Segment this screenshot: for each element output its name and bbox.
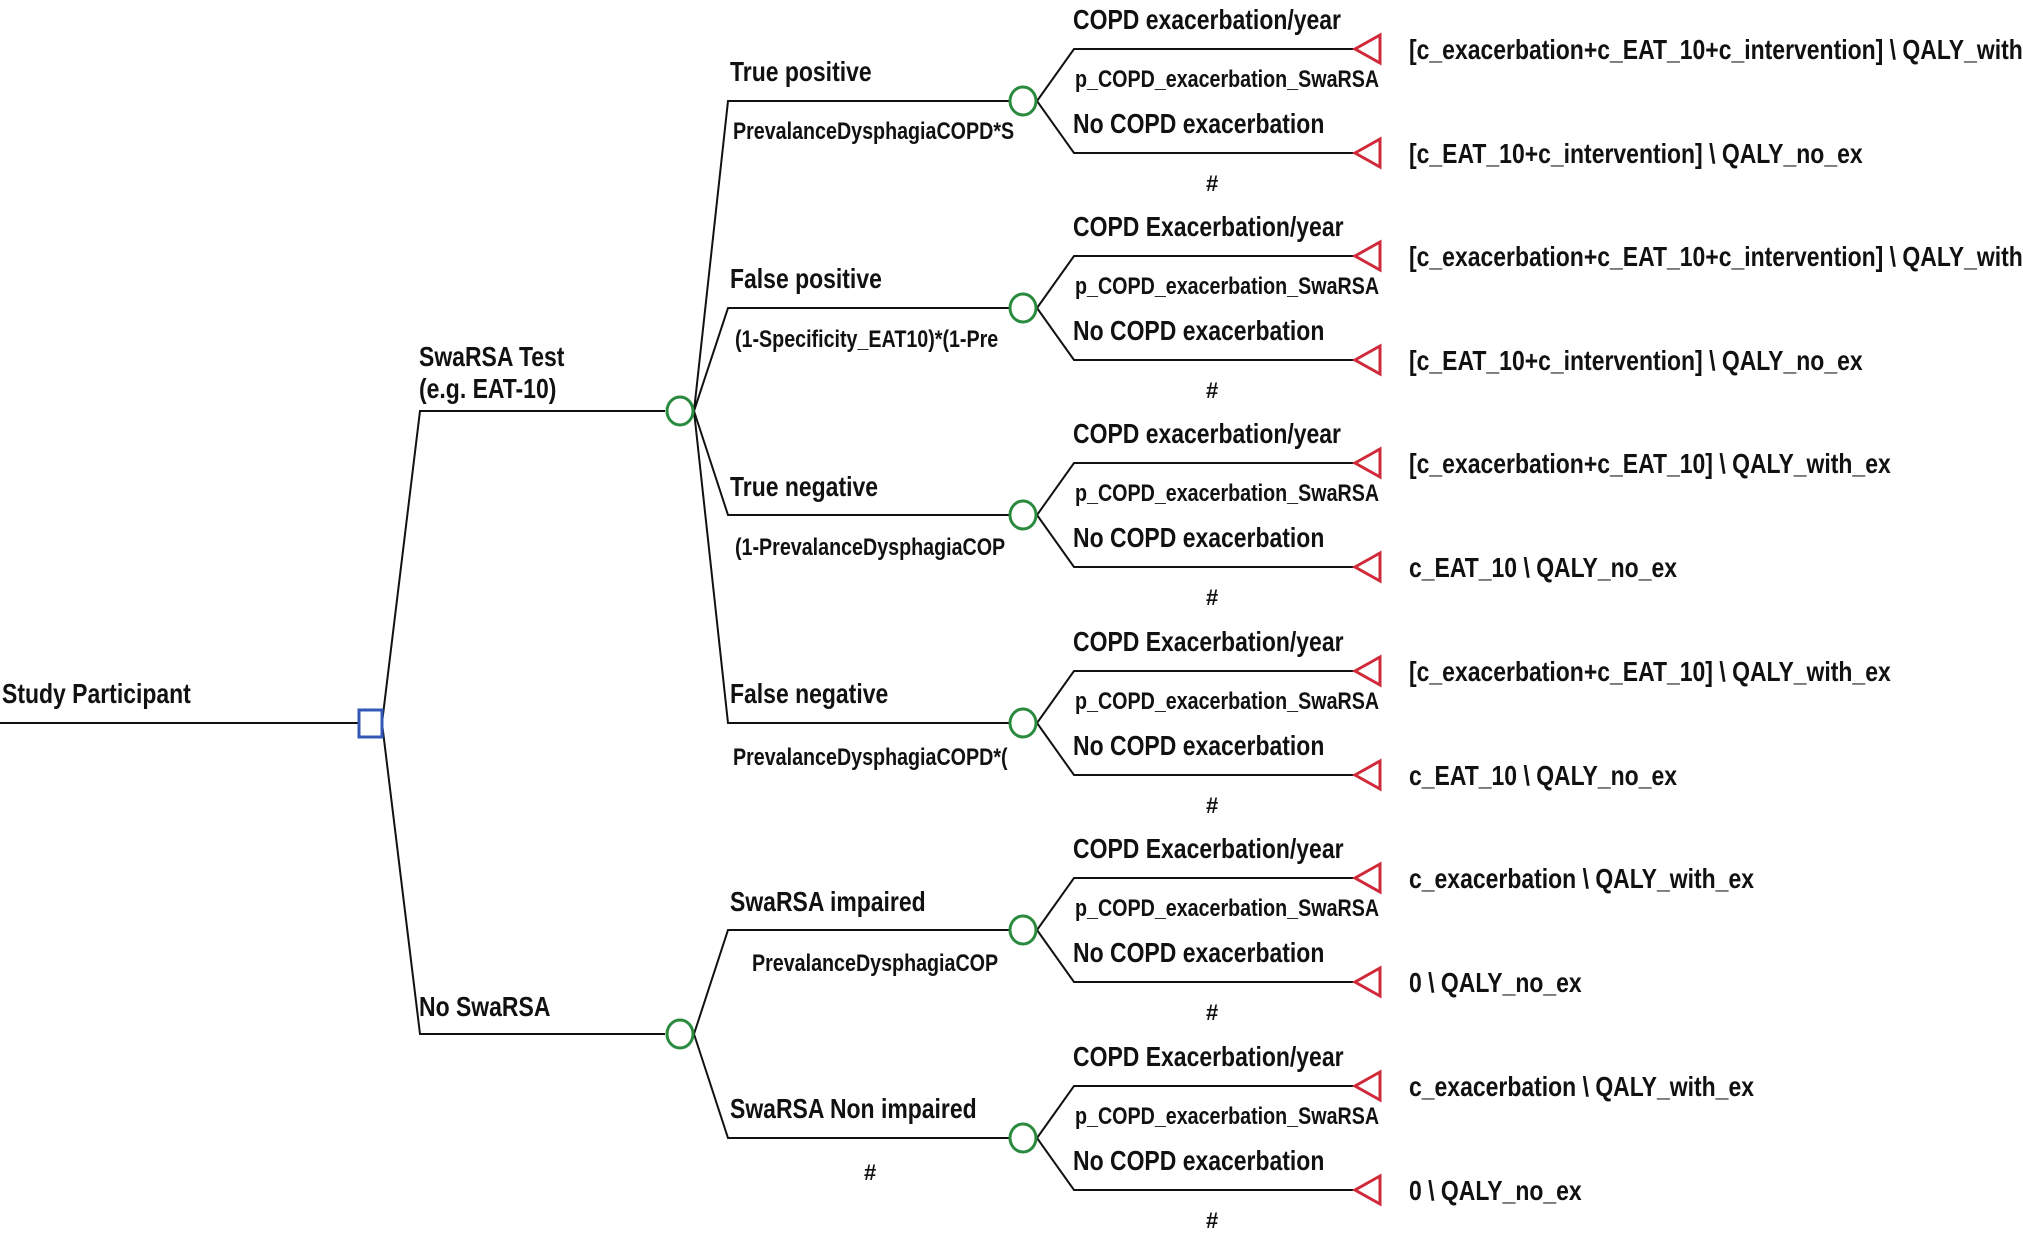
- edge-outcome-5-exac: [1036, 1085, 1355, 1139]
- edge-outcome-1-exac: [1036, 255, 1355, 309]
- terminal-node-0-noexac[interactable]: [1351, 136, 1382, 170]
- terminal-node-2-noexac[interactable]: [1351, 550, 1382, 584]
- outcome-3-exac-prob: p_COPD_exacerbation_SwaRSA: [1075, 688, 1380, 715]
- edge-branch-4: [693, 929, 1009, 1035]
- outcome-5-noexac-prob: #: [1206, 1208, 1219, 1233]
- terminal-node-5-noexac[interactable]: [1351, 1173, 1382, 1207]
- terminal-node-2-exac[interactable]: [1351, 446, 1382, 480]
- outcome-3-payoff-exac: [c_exacerbation+c_EAT_10] \ QALY_with_ex: [1409, 656, 1891, 687]
- branch-prob-2: (1-PrevalanceDysphagiaCOP: [735, 534, 1006, 561]
- outcome-2-payoff-noexac: c_EAT_10 \ QALY_no_ex: [1409, 552, 1677, 583]
- outcome-4-payoff-exac: c_exacerbation \ QALY_with_ex: [1409, 863, 1754, 894]
- edge-outcome-2-noexac: [1036, 514, 1355, 568]
- outcome-1-noexac-label: No COPD exacerbation: [1073, 315, 1325, 346]
- branch-prob-4: PrevalanceDysphagiaCOP: [752, 950, 999, 977]
- outcome-0-exac-label: COPD exacerbation/year: [1073, 4, 1341, 35]
- outcome-5-payoff-exac: c_exacerbation \ QALY_with_ex: [1409, 1071, 1754, 1102]
- terminal-node-5-exac[interactable]: [1351, 1069, 1382, 1103]
- edge-branch-2: [693, 410, 1009, 516]
- edge-outcome-3-noexac: [1036, 722, 1355, 776]
- decision-node[interactable]: [357, 708, 384, 739]
- outcome-2-exac-label: COPD exacerbation/year: [1073, 418, 1341, 449]
- strategy-label-test: SwaRSA Test (e.g. EAT-10): [419, 341, 565, 405]
- chance-node-branch-3[interactable]: [1008, 707, 1038, 739]
- chance-node-branch-4[interactable]: [1008, 914, 1038, 946]
- outcome-2-noexac-label: No COPD exacerbation: [1073, 522, 1325, 553]
- root-label: Study Participant: [2, 678, 191, 709]
- edge-outcome-4-exac: [1036, 877, 1355, 931]
- outcome-5-noexac-label: No COPD exacerbation: [1073, 1145, 1325, 1176]
- outcome-1-payoff-exac: [c_exacerbation+c_EAT_10+c_intervention]…: [1409, 241, 2023, 272]
- edge-branch-1: [693, 307, 1009, 412]
- terminal-node-4-exac[interactable]: [1351, 861, 1382, 895]
- terminal-node-1-noexac[interactable]: [1351, 343, 1382, 377]
- terminal-node-0-exac[interactable]: [1351, 32, 1382, 66]
- outcome-3-noexac-prob: #: [1206, 793, 1219, 818]
- branch-prob-3: PrevalanceDysphagiaCOPD*(: [733, 744, 1008, 771]
- edge-branch-5: [693, 1033, 1009, 1139]
- outcome-4-exac-prob: p_COPD_exacerbation_SwaRSA: [1075, 895, 1380, 922]
- terminal-node-1-exac[interactable]: [1351, 239, 1382, 273]
- outcome-0-payoff-noexac: [c_EAT_10+c_intervention] \ QALY_no_ex: [1409, 138, 1863, 169]
- chance-node-branch-5[interactable]: [1008, 1122, 1038, 1154]
- branch-label-0: True positive: [730, 56, 872, 87]
- terminal-node-4-noexac[interactable]: [1351, 965, 1382, 999]
- outcome-3-payoff-noexac: c_EAT_10 \ QALY_no_ex: [1409, 760, 1677, 791]
- outcome-5-exac-label: COPD Exacerbation/year: [1073, 1041, 1344, 1072]
- chance-node-test[interactable]: [665, 395, 695, 427]
- tree-edges: [0, 48, 1355, 1191]
- chance-nodes: [665, 85, 1038, 1154]
- edge-strategy-none: [381, 722, 665, 1035]
- chance-node-branch-2[interactable]: [1008, 499, 1038, 531]
- edge-outcome-5-noexac: [1036, 1137, 1355, 1191]
- outcome-4-noexac-label: No COPD exacerbation: [1073, 937, 1325, 968]
- outcome-0-payoff-exac: [c_exacerbation+c_EAT_10+c_intervention]…: [1409, 34, 2023, 65]
- outcome-0-exac-prob: p_COPD_exacerbation_SwaRSA: [1075, 66, 1380, 93]
- outcome-3-exac-label: COPD Exacerbation/year: [1073, 626, 1344, 657]
- outcome-0-noexac-prob: #: [1206, 171, 1219, 196]
- edge-outcome-0-noexac: [1036, 100, 1355, 154]
- chance-node-no-test[interactable]: [665, 1018, 695, 1050]
- branch-label-1: False positive: [730, 263, 882, 294]
- terminal-nodes: [1351, 32, 1382, 1207]
- outcome-2-exac-prob: p_COPD_exacerbation_SwaRSA: [1075, 480, 1380, 507]
- terminal-node-3-noexac[interactable]: [1351, 758, 1382, 792]
- edge-strategy-test: [381, 410, 665, 724]
- edge-outcome-3-exac: [1036, 670, 1355, 724]
- branch-prob-1: (1-Specificity_EAT10)*(1-Pre: [735, 326, 999, 353]
- chance-node-branch-0[interactable]: [1008, 85, 1038, 117]
- edge-outcome-2-exac: [1036, 462, 1355, 516]
- edge-outcome-4-noexac: [1036, 929, 1355, 983]
- outcome-1-exac-prob: p_COPD_exacerbation_SwaRSA: [1075, 273, 1380, 300]
- edge-branch-0: [693, 100, 1009, 412]
- branch-label-2: True negative: [730, 471, 879, 502]
- edge-outcome-0-exac: [1036, 48, 1355, 102]
- outcome-5-exac-prob: p_COPD_exacerbation_SwaRSA: [1075, 1103, 1380, 1130]
- outcome-1-payoff-noexac: [c_EAT_10+c_intervention] \ QALY_no_ex: [1409, 345, 1863, 376]
- chance-node-branch-1[interactable]: [1008, 292, 1038, 324]
- branch-label-3: False negative: [730, 678, 889, 709]
- outcome-4-exac-label: COPD Exacerbation/year: [1073, 833, 1344, 864]
- edge-outcome-1-noexac: [1036, 307, 1355, 361]
- outcome-2-payoff-exac: [c_exacerbation+c_EAT_10] \ QALY_with_ex: [1409, 448, 1891, 479]
- outcome-1-exac-label: COPD Exacerbation/year: [1073, 211, 1344, 242]
- outcome-0-noexac-label: No COPD exacerbation: [1073, 108, 1325, 139]
- branch-label-4: SwaRSA impaired: [730, 886, 926, 917]
- terminal-node-3-exac[interactable]: [1351, 654, 1382, 688]
- strategy-label-none: No SwaRSA: [419, 991, 551, 1022]
- edge-branch-3: [693, 410, 1009, 724]
- outcome-3-noexac-label: No COPD exacerbation: [1073, 730, 1325, 761]
- outcome-2-noexac-prob: #: [1206, 585, 1219, 610]
- outcome-4-payoff-noexac: 0 \ QALY_no_ex: [1409, 967, 1582, 998]
- branch-label-5: SwaRSA Non impaired: [730, 1093, 977, 1124]
- branch-prob-0: PrevalanceDysphagiaCOPD*S: [733, 118, 1015, 145]
- outcome-5-payoff-noexac: 0 \ QALY_no_ex: [1409, 1175, 1582, 1206]
- outcome-1-noexac-prob: #: [1206, 378, 1219, 403]
- outcome-4-noexac-prob: #: [1206, 1000, 1219, 1025]
- branch-prob-5: #: [864, 1160, 877, 1185]
